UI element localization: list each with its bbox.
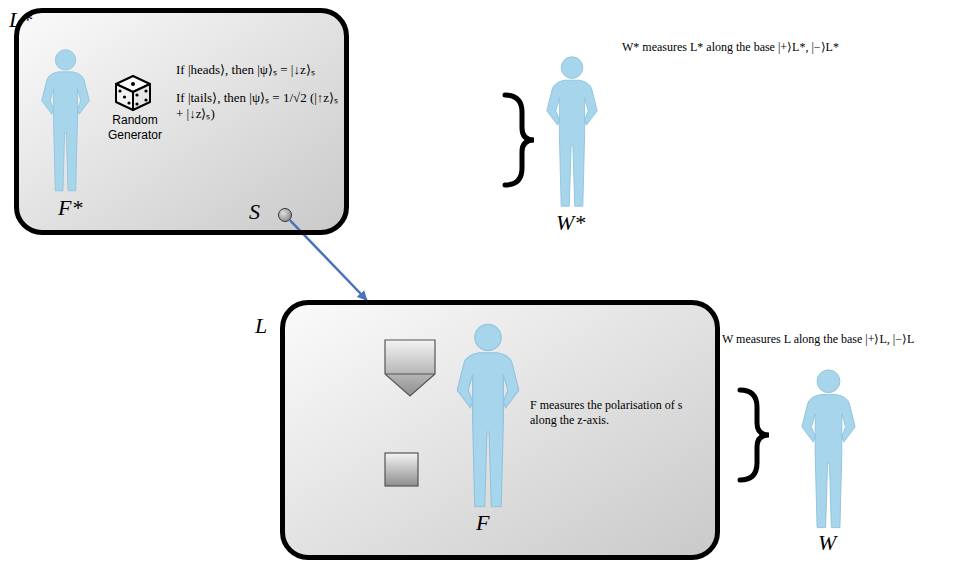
generator-label: Random Generator <box>100 113 170 143</box>
measurement-note: W measures L along the base |+⟩L, |−⟩L <box>722 332 914 347</box>
person-figure <box>42 50 90 191</box>
node-label: L* <box>9 9 32 31</box>
measurement-note: F measures the polarisation of s along t… <box>530 398 700 428</box>
person-figure <box>547 57 597 206</box>
person-label: W <box>818 532 836 554</box>
measurement-note: W* measures L* along the base |+⟩L*, |−⟩… <box>622 40 839 55</box>
person-label: F <box>476 512 489 534</box>
state-rule: If |tails⟩, then |ψ⟩ₛ = 1/√2 (|↑z⟩ₛ + |↓… <box>176 90 341 123</box>
node-label: L <box>255 315 267 337</box>
brace <box>505 95 534 185</box>
node-label: S <box>249 201 260 223</box>
person-label: F* <box>58 197 82 219</box>
particle-ball: S <box>278 208 292 222</box>
detector <box>385 340 435 486</box>
state-rule: If |heads⟩, then |ψ⟩ₛ = |↓z⟩ₛ <box>176 62 315 78</box>
lab-fill <box>282 302 718 558</box>
lab-box: L <box>280 300 720 560</box>
person-figure <box>802 370 855 528</box>
dice-icon <box>116 76 150 110</box>
person-figure <box>457 324 519 507</box>
lab-fill <box>16 10 347 233</box>
brace <box>740 390 769 480</box>
person-label: W* <box>556 212 585 234</box>
